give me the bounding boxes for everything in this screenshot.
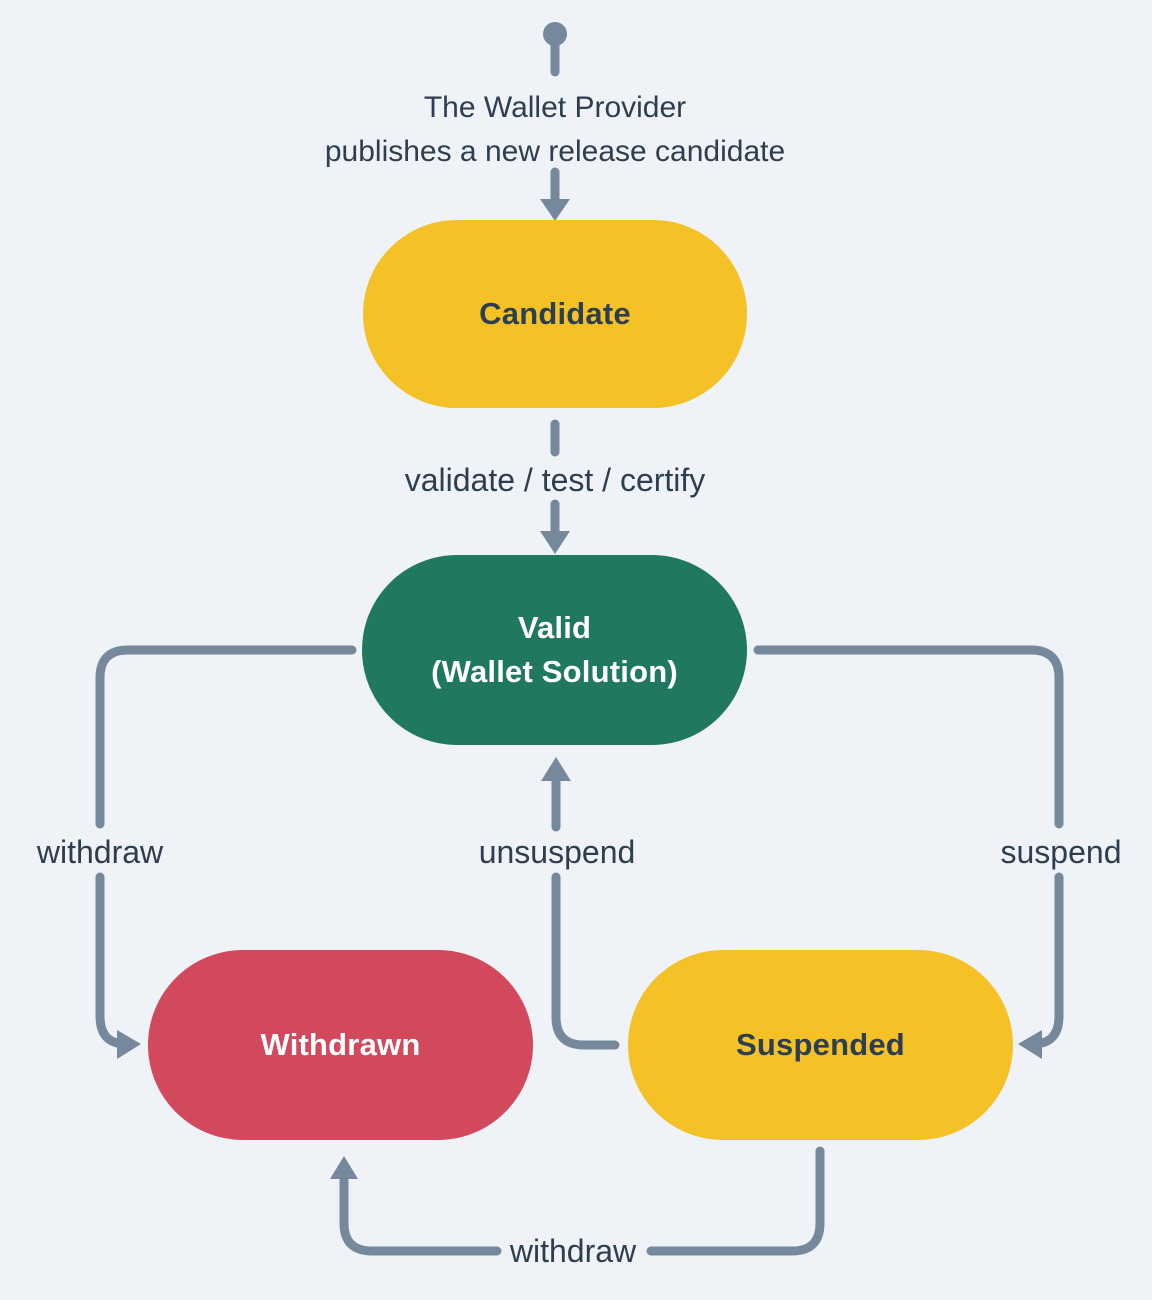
state-node-candidate-label: Candidate [479,296,631,331]
edge-label-validate-test-certify: validate / test / certify [404,462,706,498]
edge-suspended-to-withdrawn-right [646,1146,825,1256]
state-node-withdrawn: Withdrawn [148,950,533,1140]
start-event-line1: The Wallet Provider [423,91,687,124]
start-event-line2: publishes a new release candidate [324,135,786,168]
edge-label-unsuspend: unsuspend [478,834,636,870]
start-pin-icon [543,22,567,46]
arrowhead-into-withdrawn-left-icon [117,1030,141,1059]
start-event-caption: The Wallet Provider publishes a new rele… [155,86,955,174]
state-node-candidate: Candidate [363,220,747,408]
edge-suspended-to-valid-lower [551,872,620,1050]
state-node-withdrawn-label: Withdrawn [260,1027,421,1062]
arrowhead-into-valid-icon [540,531,570,554]
edge-label-withdraw-bottom: withdraw [509,1233,637,1269]
arrowhead-into-withdrawn-bottom-icon [330,1156,358,1179]
state-node-valid: Valid (Wallet Solution) [362,555,747,745]
arrowhead-into-suspended-right-icon [1018,1030,1042,1059]
state-node-valid-sublabel: (Wallet Solution) [431,654,678,689]
edge-label-suspend: suspend [1000,834,1122,870]
state-node-suspended-label: Suspended [736,1027,905,1062]
edge-suspended-to-withdrawn-left [339,1175,502,1256]
state-node-suspended: Suspended [628,950,1013,1140]
edge-valid-to-withdrawn-upper [95,645,357,829]
edge-valid-to-suspended-upper [753,645,1064,829]
arrowhead-into-candidate-icon [540,199,570,221]
edge-valid-to-withdrawn-lower [95,872,131,1049]
state-node-valid-label: Valid [517,610,592,645]
edge-valid-to-suspended-lower [1028,872,1064,1049]
edge-label-withdraw-left: withdraw [36,834,164,870]
arrowhead-into-valid-bottom-icon [541,757,571,781]
